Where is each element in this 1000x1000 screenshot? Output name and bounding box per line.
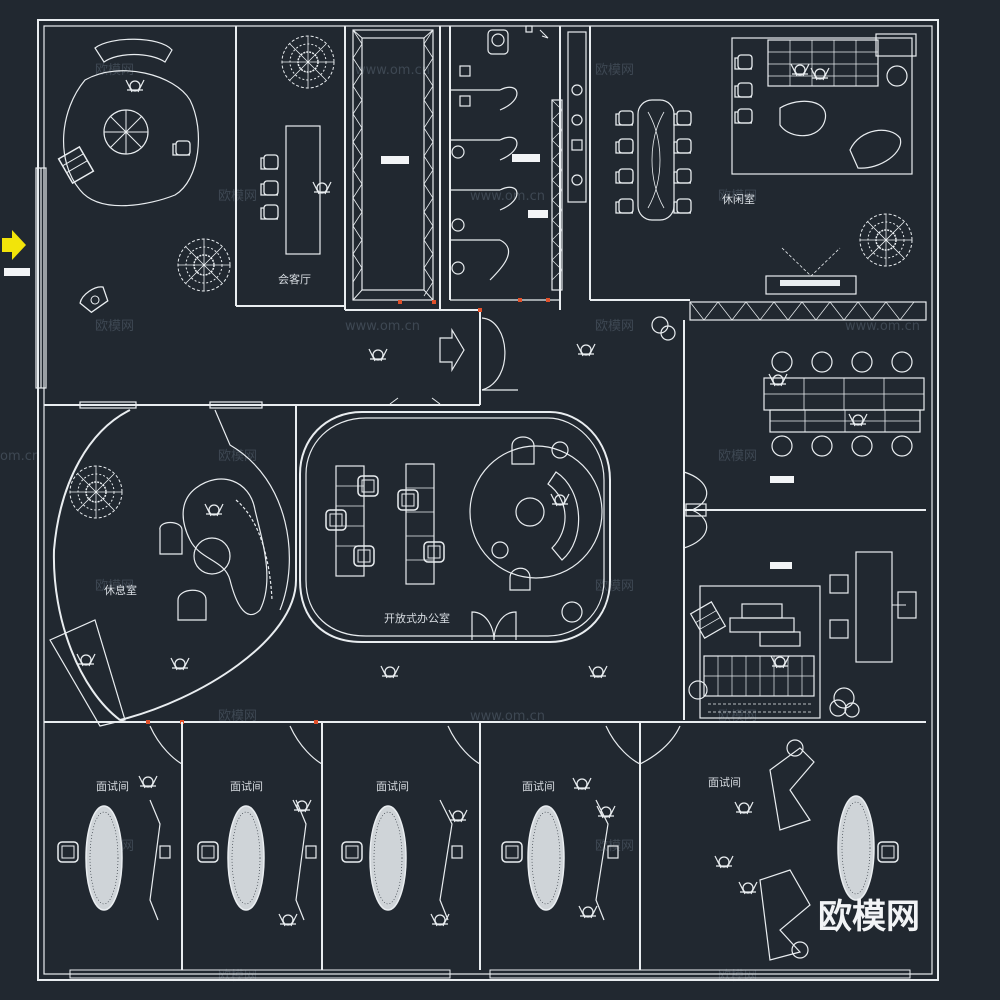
svg-text:欧模网: 欧模网 — [718, 189, 757, 204]
open-office-label: 开放式办公室 — [384, 611, 450, 625]
reception-label: 会客厅 — [278, 272, 311, 286]
svg-text:欧模网: 欧模网 — [595, 63, 634, 78]
svg-text:欧模网: 欧模网 — [718, 709, 757, 724]
svg-text:www.om.cn: www.om.cn — [345, 319, 420, 334]
lounge-top-right-label: 休闲室 — [722, 192, 755, 206]
svg-text:www.om.cn: www.om.cn — [470, 189, 545, 204]
svg-text:www.om.cn: www.om.cn — [355, 63, 430, 78]
svg-text:欧模网: 欧模网 — [95, 63, 134, 78]
interview-room-4 — [501, 777, 619, 921]
door-markers — [146, 298, 550, 724]
brand-watermark: 欧模网 — [818, 897, 920, 937]
tv-icon — [765, 247, 857, 295]
interview-room-3 — [341, 799, 468, 927]
door-icon — [471, 611, 517, 641]
toilet-icon — [487, 29, 509, 55]
lounge-seating — [57, 38, 231, 314]
meeting-table — [615, 99, 692, 221]
corridor-figures — [368, 316, 676, 391]
interview-room-1 — [57, 775, 171, 921]
svg-text:om.cn: om.cn — [0, 449, 40, 464]
reception-room — [260, 35, 335, 255]
interview-room-5 — [714, 739, 899, 961]
top-right-lounge — [731, 33, 917, 295]
svg-text:欧模网: 欧模网 — [595, 319, 634, 334]
interview-3-label: 面试间 — [376, 780, 409, 793]
lounge-left-label: 休息室 — [104, 583, 137, 597]
right-partition — [683, 301, 927, 723]
svg-text:欧模网: 欧模网 — [595, 579, 634, 594]
middle-row-walls — [44, 401, 684, 723]
svg-text:欧模网: 欧模网 — [95, 319, 134, 334]
kitchenette — [567, 31, 587, 203]
watermark-layer: 欧模网 欧模网 www.om.cn 欧模网 欧模网 www.om.cn 欧模网 … — [0, 63, 920, 984]
outer-walls — [35, 19, 939, 981]
svg-text:www.om.cn: www.om.cn — [470, 709, 545, 724]
restroom-block — [449, 25, 563, 301]
interview-4-label: 面试间 — [522, 780, 555, 793]
interview-walls — [149, 722, 681, 970]
workstations-right — [683, 351, 925, 549]
svg-text:欧模网: 欧模网 — [218, 449, 257, 464]
svg-text:欧模网: 欧模网 — [218, 969, 257, 984]
svg-text:欧模网: 欧模网 — [718, 969, 757, 984]
svg-text:欧模网: 欧模网 — [718, 449, 757, 464]
interview-room-2 — [197, 799, 317, 927]
top-row-walls — [44, 26, 690, 406]
manager-office — [688, 551, 917, 719]
interview-1-label: 面试间 — [96, 780, 129, 793]
svg-text:www.om.cn: www.om.cn — [845, 319, 920, 334]
open-office — [299, 397, 611, 643]
shelving-unit — [352, 29, 434, 301]
svg-text:欧模网: 欧模网 — [218, 709, 257, 724]
svg-text:欧模网: 欧模网 — [218, 189, 257, 204]
svg-text:欧模网: 欧模网 — [95, 579, 134, 594]
interview-5-label: 面试间 — [708, 776, 741, 789]
left-lounge — [49, 465, 273, 727]
entrance-arrow-icon — [2, 230, 30, 276]
interview-2-label: 面试间 — [230, 780, 263, 793]
